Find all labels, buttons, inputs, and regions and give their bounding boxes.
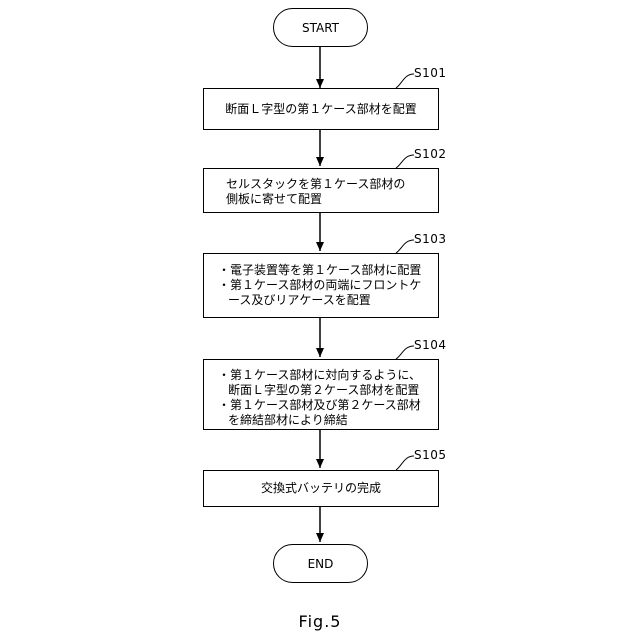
step-box-s105: 交換式バッテリの完成 <box>203 470 439 507</box>
step-s101-line-1: 断面Ｌ字型の第１ケース部材を配置 <box>225 102 416 117</box>
end-label: END <box>308 557 334 571</box>
step-s104-line-3: ・第１ケース部材及び第２ケース部材 <box>218 398 438 413</box>
step-box-s101: 断面Ｌ字型の第１ケース部材を配置 <box>203 88 439 130</box>
step-s105-line-1: 交換式バッテリの完成 <box>261 481 381 496</box>
leader-s101 <box>396 74 414 88</box>
leader-s105 <box>396 456 414 470</box>
step-s102-line-1: セルスタックを第１ケース部材の <box>226 177 438 192</box>
step-label-s105: S105 <box>414 448 447 462</box>
step-label-s101: S101 <box>414 66 447 80</box>
step-box-s103: ・電子装置等を第１ケース部材に配置 ・第１ケース部材の両端にフロントケ ース及び… <box>203 253 439 318</box>
step-s103-line-1: ・電子装置等を第１ケース部材に配置 <box>218 263 438 278</box>
start-terminal: START <box>273 8 368 47</box>
end-terminal: END <box>273 544 368 583</box>
step-label-s104: S104 <box>414 338 447 352</box>
step-s104-line-2: 断面Ｌ字型の第２ケース部材を配置 <box>218 383 438 398</box>
start-label: START <box>302 21 339 35</box>
step-s104-line-4: を締結部材により締結 <box>218 413 438 428</box>
step-s103-line-2: ・第１ケース部材の両端にフロントケ <box>218 278 438 293</box>
figure-caption: Fig.5 <box>0 612 640 631</box>
leader-s102 <box>396 155 414 168</box>
step-box-s102: セルスタックを第１ケース部材の 側板に寄せて配置 <box>203 168 439 213</box>
step-s104-line-1: ・第１ケース部材に対向するように、 <box>218 368 438 383</box>
leader-s104 <box>396 346 414 359</box>
step-s102-line-2: 側板に寄せて配置 <box>226 192 438 207</box>
step-label-s103: S103 <box>414 232 447 246</box>
leader-s103 <box>396 240 414 253</box>
step-box-s104: ・第１ケース部材に対向するように、 断面Ｌ字型の第２ケース部材を配置 ・第１ケー… <box>203 359 439 430</box>
step-s103-line-3: ース及びリアケースを配置 <box>218 293 438 308</box>
step-label-s102: S102 <box>414 147 447 161</box>
